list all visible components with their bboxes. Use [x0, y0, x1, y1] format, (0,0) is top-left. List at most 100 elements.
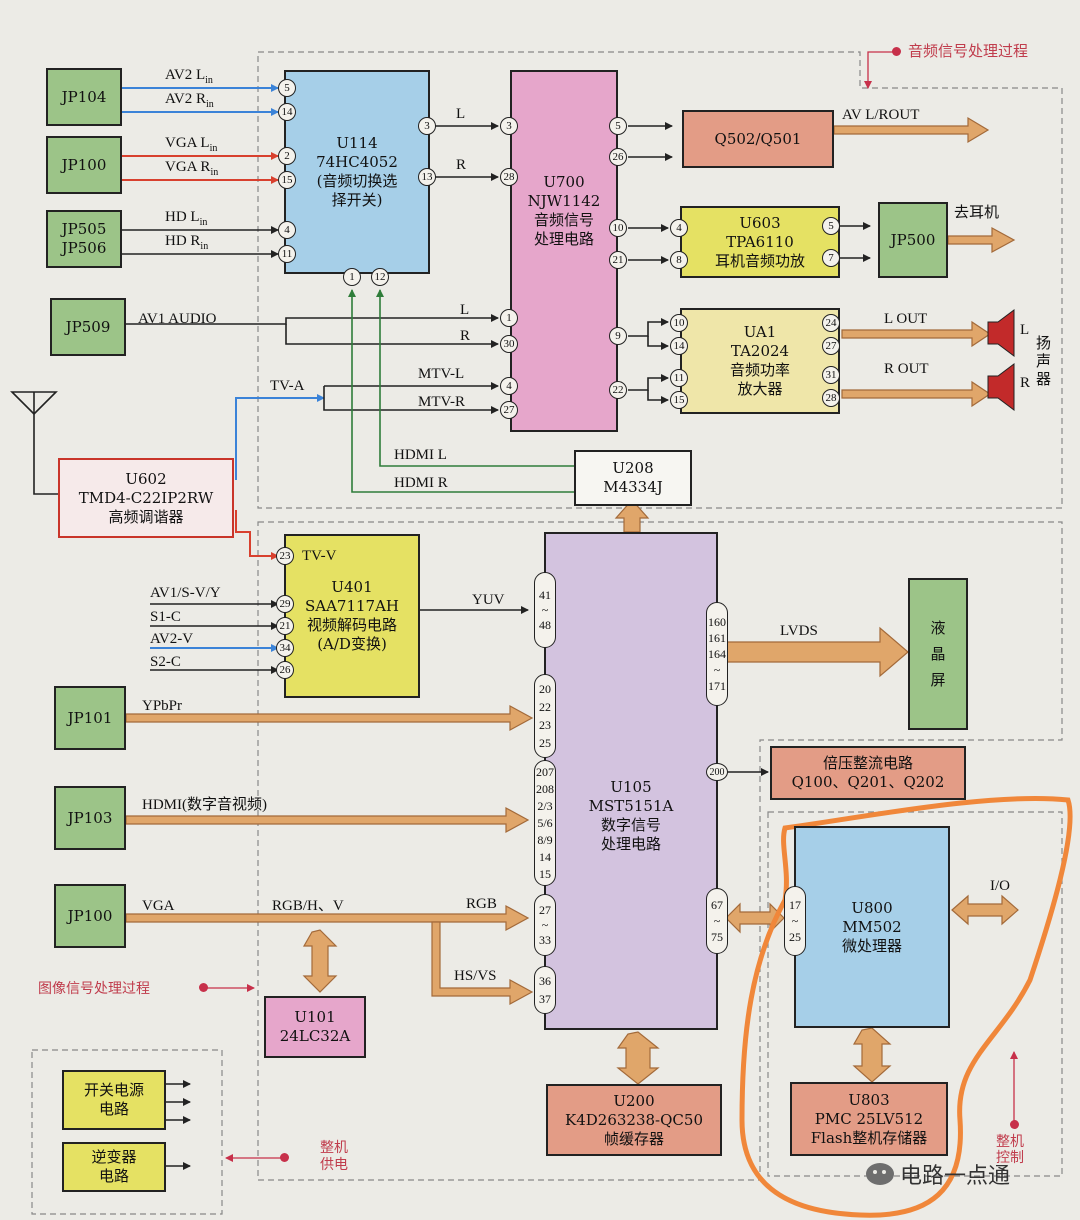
signal-yuv: YUV	[472, 592, 505, 608]
signal-speaker-r: R	[1020, 375, 1031, 391]
pin-group: 20 22 23 25	[534, 674, 556, 758]
pin: 14	[670, 337, 688, 355]
signal-label: VGA R	[165, 159, 211, 175]
connector-label: JP103	[67, 808, 113, 827]
chip-psu: 开关电源 电路	[62, 1070, 166, 1130]
section-audio-label: 音频信号处理过程	[908, 42, 1029, 60]
signal-hdmi-l: HDMI L	[394, 447, 447, 463]
chip-u401: U401 SAA7117AH 视频解码电路 (A/D变换)	[284, 534, 420, 698]
pin: 5	[822, 217, 840, 235]
pin: 1	[343, 268, 361, 286]
connector-jp100-vga-audio: JP100	[46, 136, 122, 194]
chip-label: U401 SAA7117AH 视频解码电路 (A/D变换)	[304, 578, 400, 653]
signal-u114-l: L	[456, 106, 466, 122]
pin: 12	[371, 268, 389, 286]
connector-label: JP500	[890, 230, 936, 249]
pin: 13	[418, 168, 436, 186]
pin: 28	[822, 389, 840, 407]
pin: 3	[418, 117, 436, 135]
signal-mtv-r: MTV-R	[418, 394, 465, 410]
signal-speaker: 扬 声 器	[1036, 334, 1052, 388]
signal-label: HD L	[165, 209, 200, 225]
pin: 27	[822, 337, 840, 355]
highlight-outline	[739, 796, 1073, 1218]
signal-label: AV2 L	[165, 67, 206, 83]
chip-u602: U602 TMD4-C22IP2RW 高频调谐器	[58, 458, 234, 538]
pin: 8	[670, 251, 688, 269]
signal-subscript: in	[206, 99, 214, 110]
connector-jp500: JP500	[878, 202, 948, 278]
pin: 10	[670, 314, 688, 332]
chip-u803: U803 PMC 25LV512 Flash整机存储器	[790, 1082, 948, 1156]
chip-label: 开关电源 电路	[83, 1081, 144, 1118]
signal-lvds: LVDS	[780, 623, 818, 639]
pin-group: 160 161 164 ~ 171	[706, 602, 728, 706]
section-marker-dot	[1010, 1120, 1019, 1129]
pin: 3	[500, 117, 518, 135]
chip-label: 液 晶 屏	[930, 618, 946, 689]
signal-hdmi-av: HDMI(数字音视频)	[142, 797, 267, 813]
chip-label: 倍压整流电路 Q100、Q201、Q202	[791, 754, 945, 791]
connector-jp100-vga: JP100	[54, 884, 126, 948]
chip-u105: U105 MST5151A 数字信号 处理电路	[544, 532, 718, 1030]
section-image-label: 图像信号处理过程	[38, 981, 150, 997]
section-control-label: 整机 控制	[996, 1134, 1024, 1166]
pin: 14	[278, 103, 296, 121]
pin: 1	[500, 309, 518, 327]
connector-jp103: JP103	[54, 786, 126, 850]
chip-label: U101 24LC32A	[279, 1008, 351, 1045]
pin-group: 36 37	[534, 966, 556, 1014]
section-marker-dot	[199, 983, 208, 992]
pin-group: 41 ~ 48	[534, 572, 556, 648]
pin: 11	[278, 245, 296, 263]
signal-label: HD R	[165, 233, 201, 249]
section-outlines	[31, 51, 1063, 1215]
chip-inverter: 逆变器 电路	[62, 1142, 166, 1192]
control-section-outline	[767, 811, 1063, 1177]
pin-group: 207 208 2/3 5/6 8/9 14 15	[534, 760, 556, 886]
connector-label: JP104	[61, 87, 107, 106]
pin: 10	[609, 219, 627, 237]
signal-subscript: in	[199, 217, 208, 228]
pin: 26	[609, 148, 627, 166]
signal-hdl: HD Lin	[165, 209, 207, 231]
pin: 26	[276, 661, 294, 679]
pin: 28	[500, 168, 518, 186]
signal-earphone: 去耳机	[954, 203, 1000, 221]
audio-section-outline	[257, 51, 1063, 509]
signal-hs-vs: HS/VS	[454, 968, 497, 984]
signal-av1-l: L	[460, 302, 470, 318]
signal-l-out: L OUT	[884, 311, 928, 327]
signal-vgar: VGA Rin	[165, 159, 218, 181]
signal-subscript: in	[209, 143, 218, 154]
chip-label: U700 NJW1142 音频信号 处理电路	[527, 173, 601, 248]
chip-label: U200 K4D263238-QC50 帧缓存器	[565, 1091, 703, 1148]
chip-label: U800 MM502 微处理器	[841, 898, 902, 955]
signal-av1-r: R	[460, 328, 471, 344]
speaker-icons	[987, 309, 1015, 411]
pin: 7	[822, 249, 840, 267]
signal-av1-sv-y: AV1/S-V/Y	[150, 585, 221, 601]
signal-s1-c: S1-C	[150, 609, 181, 625]
pin: 200	[706, 763, 728, 781]
fat-arrows	[125, 116, 1019, 1085]
watermark: 电路一点通	[866, 1158, 1010, 1190]
pin: 2	[278, 147, 296, 165]
connector-jp505-jp506: JP505 JP506	[46, 210, 122, 268]
chip-q502-q501: Q502/Q501	[682, 110, 834, 168]
chip-ua1: UA1 TA2024 音频功率 放大器	[680, 308, 840, 414]
chip-label: UA1 TA2024 音频功率 放大器	[729, 323, 790, 398]
section-marker-dot	[892, 47, 901, 56]
pin: 21	[609, 251, 627, 269]
signal-u114-r: R	[456, 157, 467, 173]
pin: 23	[276, 547, 294, 565]
signal-hdr: HD Rin	[165, 233, 208, 255]
pin: 24	[822, 314, 840, 332]
signal-tv-v: TV-V	[302, 548, 337, 564]
pin: 22	[609, 381, 627, 399]
signal-av-lrout: AV L/ROUT	[842, 107, 920, 123]
connector-label: JP101	[67, 708, 113, 727]
chip-u700: U700 NJW1142 音频信号 处理电路	[510, 70, 618, 432]
signal-r-out: R OUT	[884, 361, 929, 377]
pin: 34	[276, 639, 294, 657]
